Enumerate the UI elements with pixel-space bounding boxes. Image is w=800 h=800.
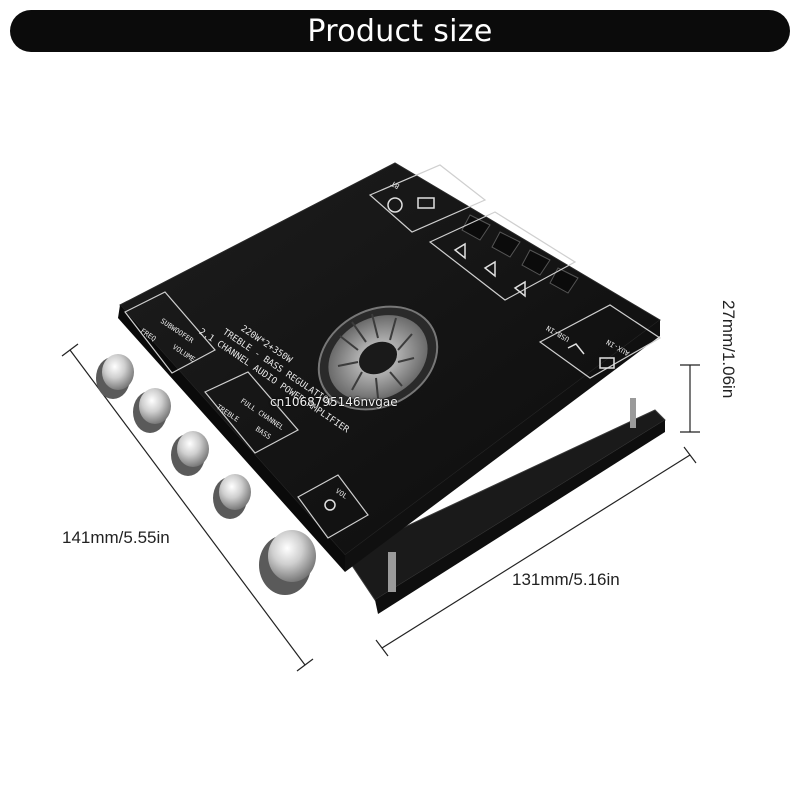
knob-treble — [171, 431, 209, 476]
standoff-post — [630, 398, 636, 428]
panel-outlines — [124, 164, 662, 539]
vol-panel — [297, 474, 369, 539]
dimension-lines — [61, 343, 700, 672]
height-dimension-label: 27mm/1.06in — [719, 300, 738, 399]
watermark-text: cn1068795146nvgae — [270, 395, 398, 409]
full-channel-panel — [204, 371, 299, 454]
speaker-icon — [453, 242, 466, 260]
depth-dimension-label: 131mm/5.16in — [512, 570, 620, 589]
depth-dimension-line — [381, 454, 691, 649]
tape-icon — [417, 197, 435, 209]
amplifier-right-face — [345, 320, 660, 572]
speaker-icon — [483, 260, 496, 278]
speaker-icon — [513, 280, 526, 298]
cooling-fan — [317, 305, 439, 411]
vol-icon — [324, 499, 336, 511]
usb-icon — [567, 343, 585, 355]
knob-freq — [96, 354, 134, 399]
knob-bass — [213, 474, 251, 519]
knobs — [96, 354, 316, 595]
aux-jack-icon — [599, 357, 615, 369]
bt-label: BT — [389, 179, 401, 191]
width-dimension-line — [69, 349, 306, 666]
bluetooth-icon — [387, 197, 403, 213]
banner-title: Product size — [307, 13, 493, 49]
bt-panel — [368, 164, 487, 233]
knob-volume-sub — [133, 388, 171, 433]
knob-master-volume — [259, 530, 316, 595]
title-banner: Product size — [10, 10, 790, 52]
width-dimension-label: 141mm/5.55in — [62, 528, 170, 547]
speaker-panel — [428, 211, 577, 301]
pcb-edge — [375, 420, 665, 614]
standoff-post — [388, 552, 396, 592]
subwoofer-panel — [124, 291, 216, 374]
input-panel — [538, 304, 662, 379]
heatsink-fins — [461, 214, 579, 294]
